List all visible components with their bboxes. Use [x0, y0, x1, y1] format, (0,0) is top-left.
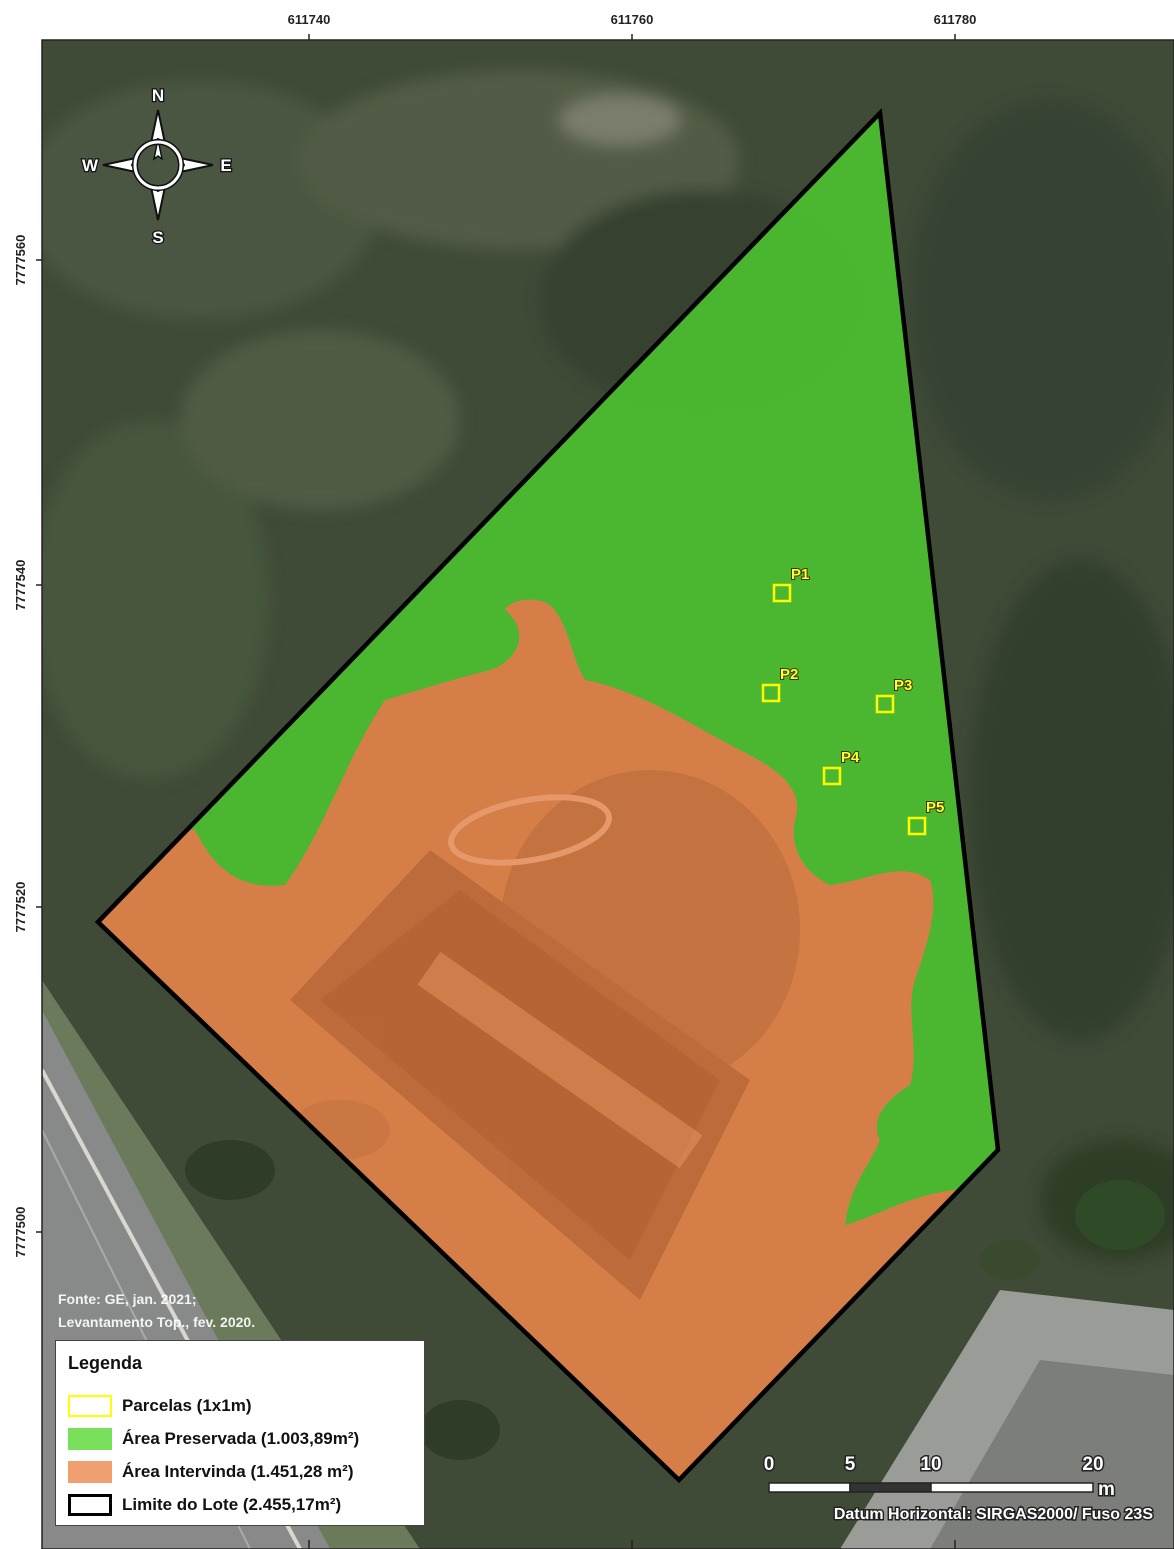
- legend-swatch-intervened: [68, 1461, 112, 1483]
- plot-marker-p1: [772, 583, 792, 603]
- plot-label-p4: P4: [841, 749, 860, 766]
- legend-label-preserved: Área Preservada (1.003,89m²): [122, 1429, 360, 1448]
- legend: Legenda Parcelas (1x1m) Área Preservada …: [55, 1340, 425, 1526]
- map-frame: [41, 39, 1174, 1549]
- source-line-2: Levantamento Top., fev. 2020.: [58, 1314, 255, 1330]
- scale-label-5: 5: [845, 1454, 856, 1475]
- datum-text: Datum Horizontal: SIRGAS2000/ Fuso 23S: [834, 1506, 1154, 1523]
- plot-marker-p2: [761, 683, 781, 703]
- satellite-background: [42, 40, 1174, 1549]
- source-line-1: Fonte: GE, jan. 2021;: [58, 1291, 196, 1307]
- y-tick-7777520: 7777520: [13, 882, 28, 933]
- legend-swatch-preserved: [68, 1428, 112, 1450]
- legend-item-intervened: Área Intervinda (1.451,28 m²): [68, 1459, 353, 1485]
- legend-item-plots: Parcelas (1x1m): [68, 1393, 251, 1419]
- legend-swatch-plots: [68, 1395, 112, 1417]
- legend-item-boundary: Limite do Lote (2.455,17m²): [68, 1492, 341, 1518]
- x-tick-611760: 611760: [611, 12, 654, 27]
- legend-swatch-boundary: [68, 1494, 112, 1516]
- compass-rose-icon: N S E W: [81, 85, 233, 249]
- plot-marker-p4: [822, 766, 842, 786]
- coordinate-ticks: 611740 611760 611780 7777560 7777540 777…: [13, 12, 976, 1549]
- compass-east-label: E: [220, 156, 231, 175]
- y-tick-7777500: 7777500: [13, 1207, 28, 1258]
- compass-west-label: W: [82, 156, 99, 175]
- plot-marker-p5: [907, 816, 927, 836]
- x-tick-611740: 611740: [288, 12, 331, 27]
- x-tick-611780: 611780: [934, 12, 977, 27]
- scale-bar: 0 5 10 20 m Datum Horizontal: SIRGAS2000…: [762, 1453, 1155, 1525]
- legend-label-intervened: Área Intervinda (1.451,28 m²): [122, 1462, 354, 1481]
- plot-label-p3: P3: [894, 677, 912, 694]
- legend-item-preserved: Área Preservada (1.003,89m²): [68, 1426, 359, 1452]
- scale-label-10: 10: [920, 1454, 941, 1475]
- legend-title: Legenda: [68, 1353, 143, 1373]
- plot-label-p1: P1: [791, 566, 809, 583]
- compass-north-label: N: [152, 86, 164, 105]
- plot-label-p2: P2: [780, 666, 798, 683]
- lot-boundary: [94, 108, 1001, 1484]
- scale-unit: m: [1098, 1479, 1115, 1500]
- legend-label-boundary: Limite do Lote (2.455,17m²): [122, 1495, 342, 1514]
- y-tick-7777560: 7777560: [13, 235, 28, 286]
- y-tick-7777540: 7777540: [13, 560, 28, 611]
- scale-label-0: 0: [764, 1454, 775, 1475]
- legend-label-plots: Parcelas (1x1m): [122, 1396, 252, 1415]
- plot-label-p5: P5: [926, 799, 944, 816]
- compass-south-label: S: [152, 228, 163, 247]
- plot-marker-p3: [875, 694, 895, 714]
- building-traces: [290, 770, 800, 1300]
- scale-label-20: 20: [1082, 1454, 1103, 1475]
